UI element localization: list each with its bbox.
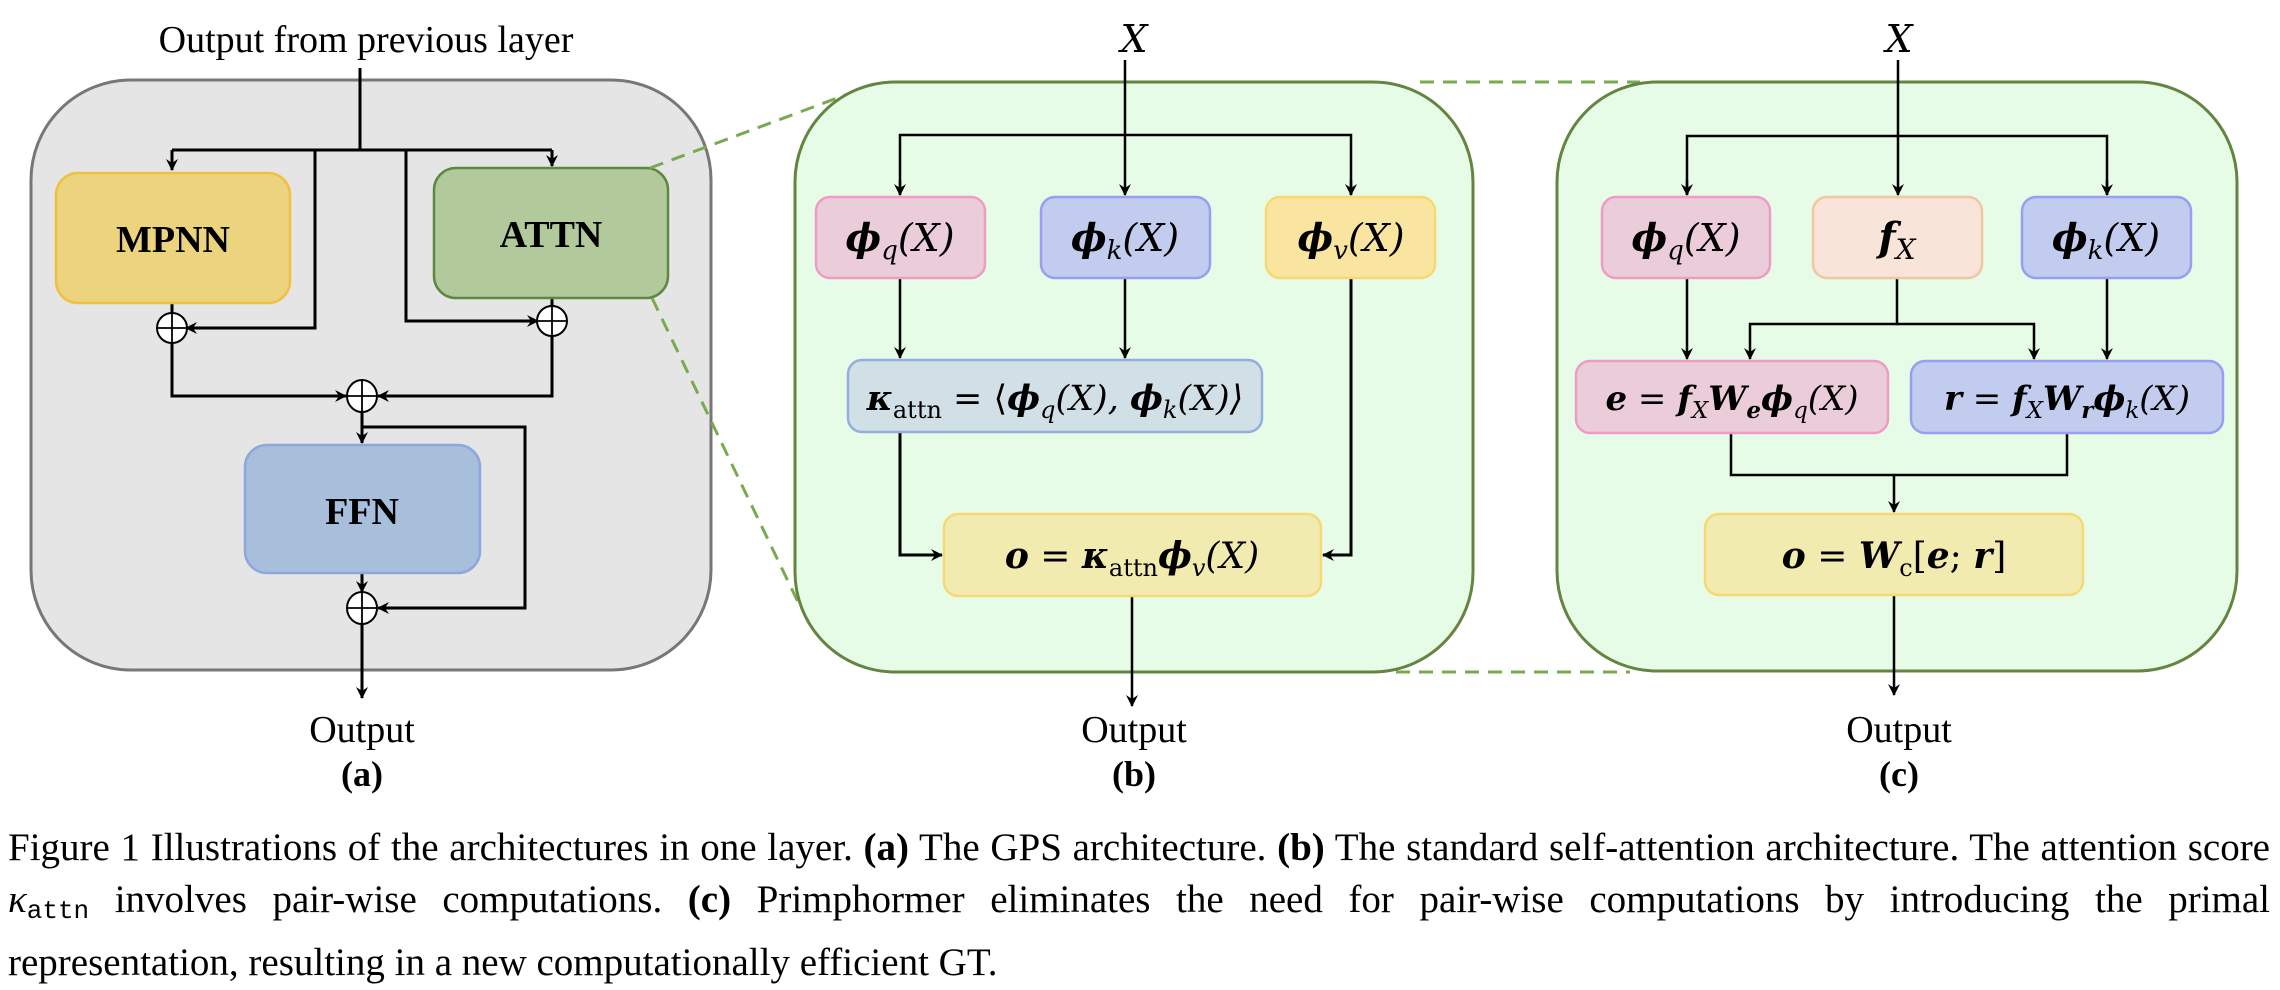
add-icon [536, 305, 568, 337]
panel-c-primphormer: X ϕq(X) fX ϕk(X) e = fXWeϕq(X) r = fXWrϕ… [1555, 17, 2239, 794]
phi-k-label: ϕk(X) [2052, 215, 2160, 266]
caption-tag-c: (c) [687, 878, 732, 921]
attention-score-formula: κattn = ⟨ϕq(X), ϕk(X)⟩ [866, 378, 1244, 424]
mpnn-label: MPNN [116, 219, 230, 261]
primphormer-output-block [1703, 512, 2085, 597]
add-icon [346, 591, 378, 625]
phi-k-label: ϕk(X) [1071, 215, 1179, 266]
figure-caption: Figure 1 Illustrations of the architectu… [8, 822, 2270, 989]
panel-a-input-label: Output from previous layer [159, 19, 574, 61]
panel-a-output-label: Output [309, 709, 415, 751]
attn-block [432, 166, 670, 300]
panel-b-self-attention: X ϕq(X) ϕk(X) ϕv(X) κattn = ⟨ϕq(X), ϕk(X… [793, 17, 1475, 794]
phi-q-block [814, 195, 987, 280]
panel-c-sublabel: (c) [1879, 754, 1919, 794]
caption-tag-a: (a) [863, 826, 910, 869]
panel-a-sublabel: (a) [341, 754, 383, 794]
attn-label: ATTN [500, 214, 603, 256]
caption-text-b2: involves pair-wise computations. [89, 878, 688, 921]
attention-output-formula: o = κattnϕv(X) [1005, 535, 1259, 582]
caption-tag-b: (b) [1277, 826, 1325, 869]
add-icon [156, 312, 188, 344]
phi-v-label: ϕv(X) [1297, 215, 1404, 266]
caption-text-b1: The standard self-attention architecture… [1324, 826, 2270, 869]
panel-b-sublabel: (b) [1112, 754, 1156, 794]
e-projection-formula: e = fXWeϕq(X) [1605, 379, 1858, 424]
primal-feature-block [1811, 195, 1984, 280]
phi-v-block [1264, 195, 1437, 280]
attention-output-block [942, 512, 1323, 598]
attention-score-block [846, 358, 1264, 434]
ffn-label: FFN [325, 491, 399, 533]
add-icon [346, 379, 378, 413]
panel-b-connectors [894, 60, 1357, 707]
zoom-connector-lines [649, 80, 1640, 674]
caption-intro: Illustrations of the architectures in on… [140, 826, 864, 869]
figure-number: Figure 1 [8, 826, 141, 869]
caption-kappa-sub: attn [26, 896, 90, 926]
r-projection-block [1909, 359, 2225, 435]
panel-c-input-label: X [1882, 17, 1914, 61]
primphormer-output-formula: o = Wc[e; r] [1782, 535, 2007, 582]
phi-k-block [1039, 195, 1212, 280]
e-projection-block [1574, 359, 1890, 435]
r-projection-formula: r = fXWrϕk(X) [1944, 379, 2190, 424]
phi-q-label: ϕq(X) [1631, 215, 1740, 266]
phi-k-block [2020, 195, 2193, 280]
ffn-block [243, 443, 482, 575]
panel-c-output-label: Output [1846, 709, 1952, 751]
panel-b-input-label: X [1117, 17, 1149, 61]
caption-kappa: κ [8, 878, 27, 921]
panel-b-output-label: Output [1081, 709, 1187, 751]
phi-q-label: ϕq(X) [845, 215, 954, 266]
panel-a-gps: Output from previous layer [29, 19, 713, 794]
caption-text-c: Primphormer eliminates the need for pair… [8, 878, 2271, 984]
mpnn-block [54, 171, 292, 305]
panel-c-connectors [1681, 60, 2113, 696]
phi-q-block [1600, 195, 1772, 280]
caption-text-a: The GPS architecture. [909, 826, 1278, 869]
